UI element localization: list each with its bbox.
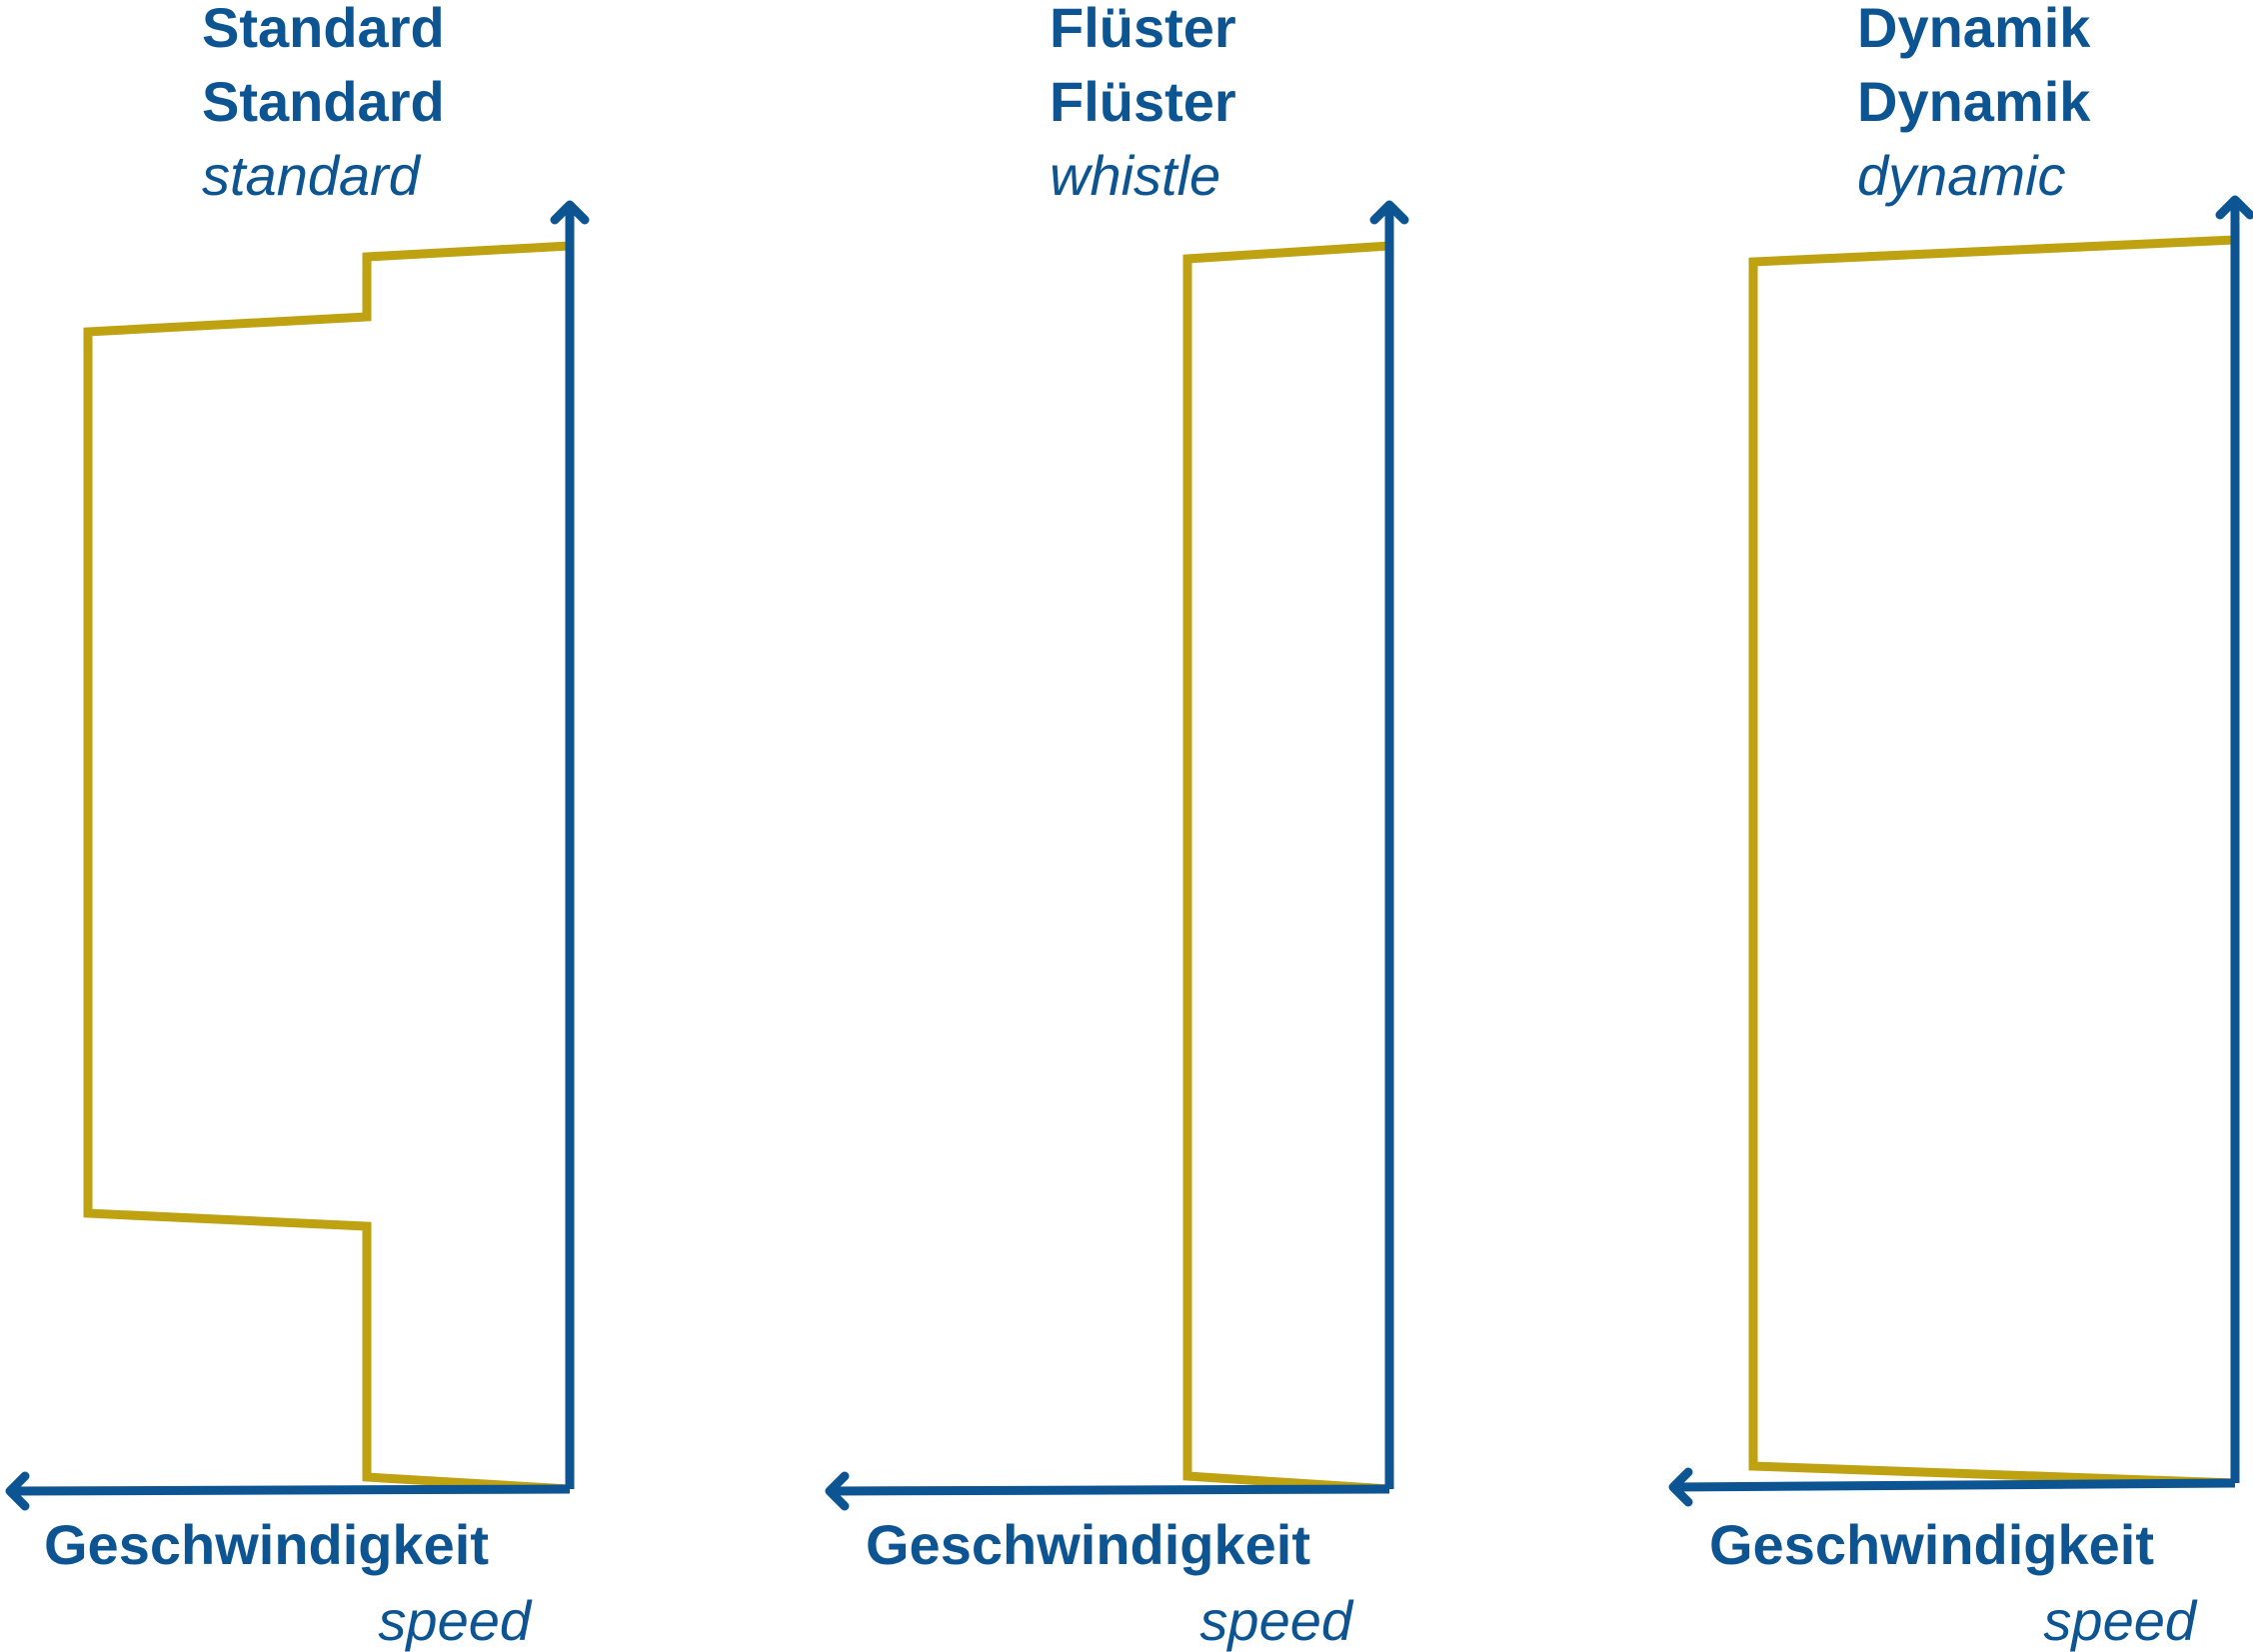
- panel-subtitle-dynamik: dynamic: [1857, 144, 2066, 207]
- horizontal-axis-standard: [9, 1484, 571, 1496]
- panel-dynamik: [1668, 195, 2253, 1507]
- vertical-axis-arrowhead-fluester: [1369, 200, 1409, 225]
- axis-label-en-fluester: speed: [1199, 1589, 1352, 1652]
- profile-line-fluester: [1182, 241, 1390, 1494]
- profile-line-standard: [83, 241, 571, 1494]
- horizontal-axis-fluester: [829, 1484, 1390, 1496]
- axis-label-standard: Geschwindigkeit: [44, 1513, 489, 1576]
- profile-line-dynamik: [1748, 235, 2236, 1488]
- horizontal-axis-dynamik: [1672, 1478, 2236, 1492]
- panel-standard: [5, 200, 590, 1511]
- panel-title-standard: Standard: [202, 0, 445, 59]
- panel-title-dynamik-2: Dynamik: [1857, 70, 2091, 133]
- vertical-axis-arrowhead-standard: [550, 200, 590, 225]
- axis-label-fluester: Geschwindigkeit: [866, 1513, 1310, 1576]
- panel-subtitle-fluester: whistle: [1050, 144, 1221, 207]
- panel-title-fluester-2: Flüster: [1050, 70, 1236, 133]
- panel-title-standard-2: Standard: [202, 70, 445, 133]
- axis-label-dynamik: Geschwindigkeit: [1709, 1513, 2154, 1576]
- axis-label-en-standard: speed: [378, 1589, 531, 1652]
- panel-title-fluester: Flüster: [1050, 0, 1236, 59]
- axis-label-en-dynamik: speed: [2043, 1589, 2196, 1652]
- horizontal-axis-arrowhead-fluester: [825, 1471, 850, 1511]
- panel-subtitle-standard: standard: [202, 144, 420, 207]
- panel-fluester: [825, 200, 1409, 1511]
- panel-title-dynamik: Dynamik: [1857, 0, 2091, 59]
- vertical-axis-arrowhead-dynamik: [2215, 195, 2253, 220]
- horizontal-axis-arrowhead-standard: [5, 1471, 30, 1511]
- horizontal-axis-arrowhead-dynamik: [1668, 1467, 1693, 1507]
